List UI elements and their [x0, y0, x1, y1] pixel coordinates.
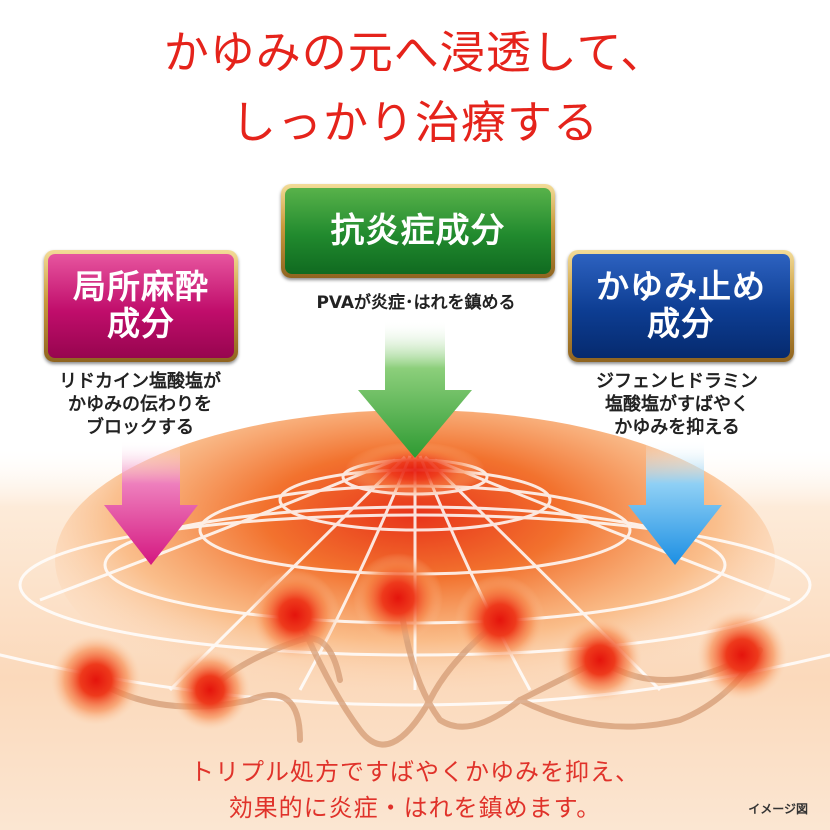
anti-itch-desc-line-3: かゆみを抑える — [614, 417, 740, 438]
local-anesthetic-title-line-2: 成分 — [107, 304, 175, 343]
anti-itch-description: ジフェンヒドラミン 塩酸塩がすばやく かゆみを抑える — [562, 370, 792, 439]
local-anesthetic-badge-frame: 局所麻酔 成分 — [44, 250, 238, 362]
headline-line-1: かゆみの元へ浸透して、 — [163, 26, 667, 79]
anti-inflammatory-badge: 抗炎症成分 — [285, 188, 551, 274]
anti-itch-title-line-1: かゆみ止め — [596, 267, 766, 307]
local-anesthetic-description: リドカイン塩酸塩が かゆみの伝わりを ブロックする — [30, 370, 250, 439]
local-anesthetic-desc-line-1: リドカイン塩酸塩が — [59, 371, 221, 392]
footer-line-2: 効果的に炎症・はれを鎮めます。 — [228, 794, 602, 822]
anti-inflammatory-title: 抗炎症成分 — [330, 210, 506, 251]
anti-itch-badge-frame: かゆみ止め 成分 — [568, 250, 794, 362]
anti-itch-desc-line-1: ジフェンヒドラミン — [596, 371, 758, 392]
local-anesthetic-desc-line-2: かゆみの伝わりを — [68, 394, 212, 415]
anti-inflammatory-arrow — [358, 320, 472, 458]
anti-itch-desc-line-2: 塩酸塩がすばやく — [605, 394, 749, 415]
anti-inflammatory-description: PVAが炎症･はれを鎮める — [316, 293, 516, 313]
anti-itch-title-line-2: 成分 — [647, 304, 715, 343]
image-note: イメージ図 — [748, 802, 808, 816]
local-anesthetic-badge: 局所麻酔 成分 — [48, 254, 234, 358]
footer-line-1: トリプル処方ですばやくかゆみを抑え、 — [190, 758, 640, 786]
anti-itch-arrow — [628, 440, 722, 565]
anti-itch-badge: かゆみ止め 成分 — [572, 254, 790, 358]
itch-spots — [51, 442, 787, 730]
anti-inflammatory-badge-frame: 抗炎症成分 — [281, 184, 555, 278]
local-anesthetic-desc-line-3: ブロックする — [86, 417, 194, 438]
local-anesthetic-title-line-1: 局所麻酔 — [73, 267, 209, 307]
headline-line-2: しっかり治療する — [230, 96, 599, 149]
local-anesthetic-arrow — [104, 440, 198, 565]
